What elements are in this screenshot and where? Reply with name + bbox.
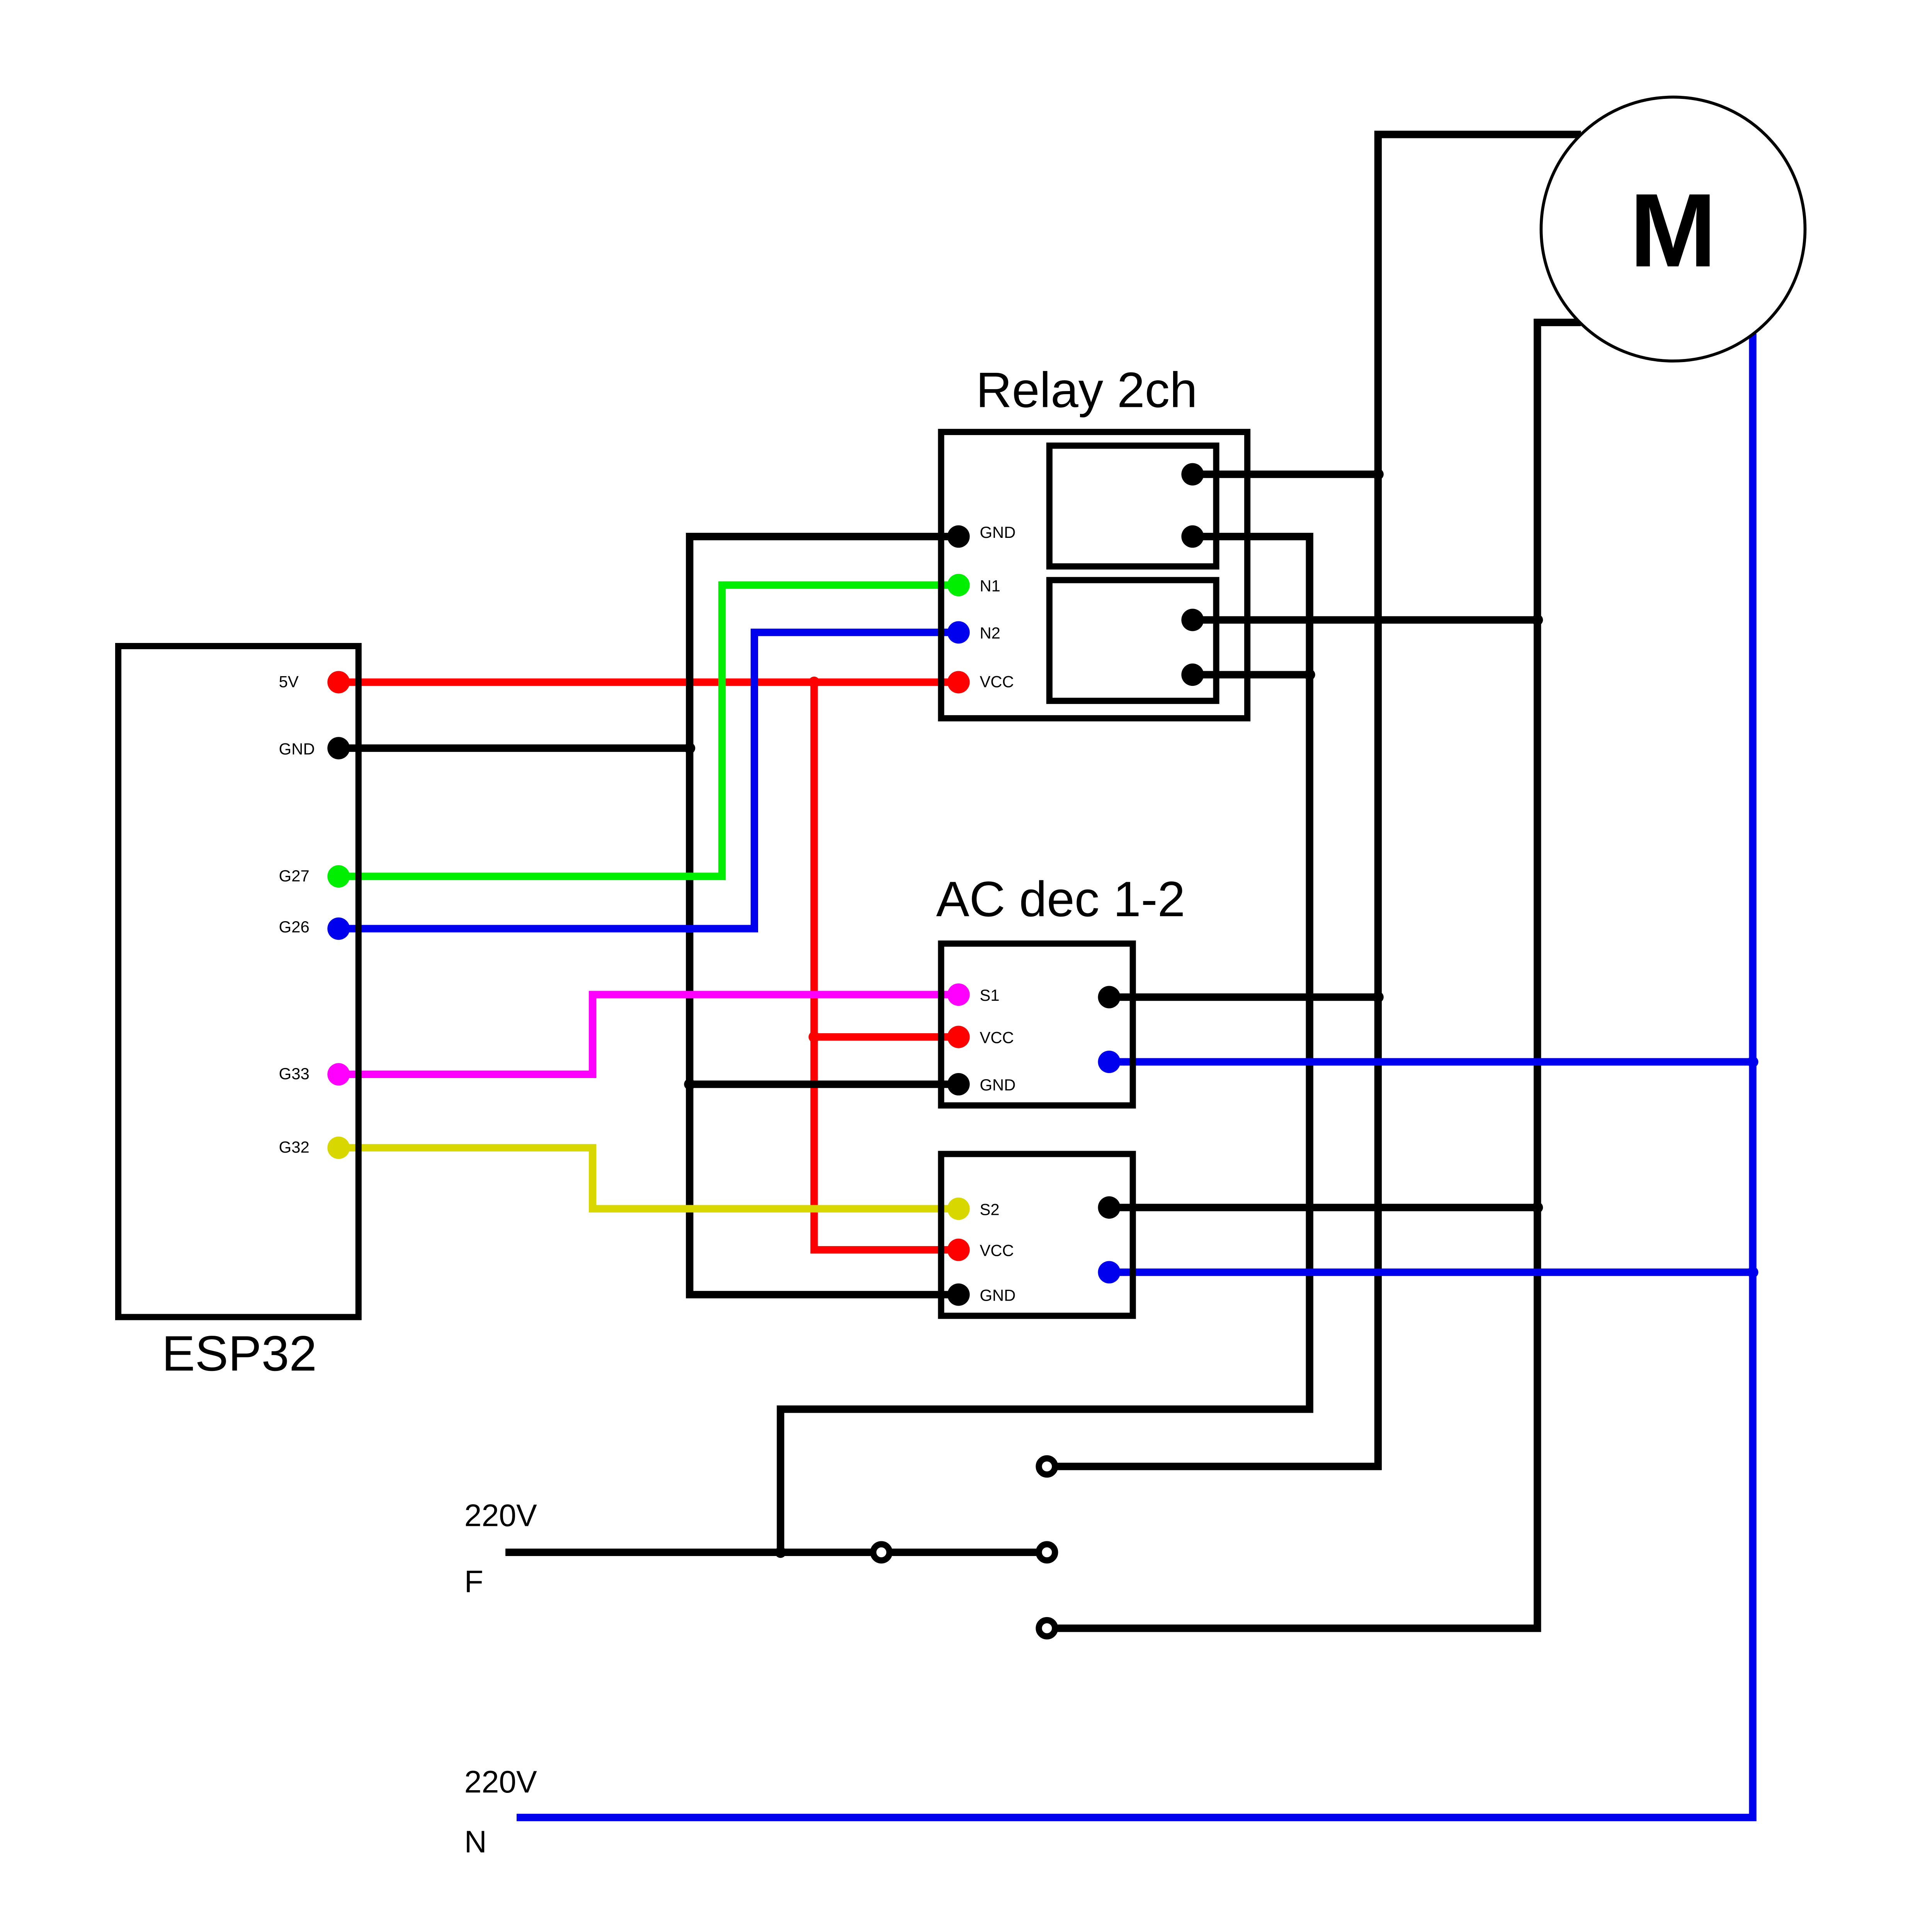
- esp32-outline: [115, 643, 362, 1320]
- mains-input: 220V F 220V N: [464, 1455, 1058, 1859]
- switch-terminal-middle: [1036, 1541, 1058, 1564]
- pin-5v-dot: [327, 671, 350, 694]
- esp32-pin-label: GND: [279, 740, 315, 758]
- relay-pin-label: VCC: [980, 672, 1014, 690]
- switch-terminal-top: [1036, 1455, 1058, 1478]
- wire-relay-common: [777, 532, 1313, 1553]
- junction-dot: [684, 1078, 696, 1090]
- ac-dec-2-n-dot: [1098, 1261, 1121, 1284]
- switch-pivot-terminal: [870, 1541, 893, 1564]
- pin-gnd-dot: [327, 737, 350, 760]
- ac-dec-1-pin-label: S1: [980, 986, 999, 1004]
- phase-voltage-label: 220V: [464, 1498, 537, 1533]
- ac-detector-modules: AC dec 1-2 S1 VCC GND S2 VCC GND: [936, 871, 1185, 1319]
- ac-dec-1-n-dot: [1098, 1051, 1121, 1073]
- junctions: [684, 468, 1759, 1558]
- ac-dec-2-s2-dot: [947, 1197, 970, 1220]
- esp32-board: ESP32 5V GND G27 G26 G33 G32: [115, 643, 362, 1381]
- wire-gnd-bus: [686, 532, 959, 1299]
- relay-module: Relay 2ch GND N1 N2 VCC: [938, 362, 1251, 721]
- relay-channel-2: [1046, 577, 1219, 704]
- relay-pin-label: N2: [980, 624, 1000, 642]
- ac-dec-2-vcc-dot: [947, 1238, 970, 1261]
- ac-dec-1-s1-dot: [947, 983, 970, 1006]
- wire-vcc-branch: [810, 682, 959, 1254]
- relay-pin-label: GND: [980, 523, 1015, 541]
- pin-g27-dot: [327, 865, 350, 888]
- ac-dec-1-gnd-dot: [947, 1073, 970, 1096]
- wire-g33: [338, 991, 959, 1078]
- wire-motor-lead2: [1047, 318, 1581, 1632]
- wire-motor-lead1: [1047, 131, 1581, 1470]
- esp32-pin-label: 5V: [279, 672, 299, 690]
- wire-g26: [338, 628, 959, 933]
- esp32-pin-label: G26: [279, 918, 310, 936]
- relay-gnd-dot: [947, 525, 970, 548]
- esp32-pin-label: G33: [279, 1065, 310, 1083]
- relay-n1-dot: [947, 574, 970, 597]
- junction-dot: [808, 676, 820, 688]
- ac-dec-2-pin-label: VCC: [980, 1242, 1014, 1260]
- relay-title: Relay 2ch: [976, 362, 1197, 418]
- ac-dec-2-gnd-dot: [947, 1283, 970, 1306]
- junction-dot: [1372, 468, 1384, 480]
- motor-label: M: [1629, 172, 1716, 289]
- ac-dec-2-out-dot: [1098, 1196, 1121, 1219]
- junction-dot: [1304, 669, 1315, 680]
- relay-n2-dot: [947, 621, 970, 644]
- ac-dec-title: AC dec 1-2: [936, 871, 1185, 927]
- junction-dot: [808, 1031, 820, 1043]
- neutral-label: N: [464, 1825, 487, 1859]
- relay1-contact-dot: [1181, 525, 1204, 548]
- esp32-pin-label: G32: [279, 1138, 310, 1156]
- wires: [338, 131, 1757, 1821]
- junction-dot: [1372, 992, 1384, 1003]
- pin-g32-dot: [327, 1136, 350, 1159]
- ac-dec-1-pin-label: GND: [980, 1076, 1015, 1094]
- motor: M: [1539, 95, 1807, 363]
- ac-dec-2-outline: [938, 1151, 1136, 1319]
- pin-g33-dot: [327, 1063, 350, 1086]
- junction-dot: [1747, 1267, 1759, 1278]
- ac-dec-1-outline: [938, 940, 1136, 1109]
- wire-g32: [338, 1144, 959, 1213]
- junction-dot: [1747, 1056, 1759, 1068]
- junction-dot: [1532, 614, 1543, 626]
- phase-label: F: [464, 1564, 483, 1599]
- wire-g27: [338, 581, 959, 880]
- ac-dec-2-pin-label: GND: [980, 1286, 1015, 1304]
- esp32-pin-label: G27: [279, 867, 310, 885]
- junction-dot: [1532, 1202, 1543, 1213]
- ac-dec-2-pin-label: S2: [980, 1200, 999, 1218]
- neutral-voltage-label: 220V: [464, 1765, 537, 1799]
- junction-dot: [775, 1546, 786, 1558]
- motor-circle: [1539, 95, 1807, 363]
- esp32-title: ESP32: [162, 1326, 317, 1381]
- relay1-contact-dot: [1181, 463, 1204, 486]
- ac-dec-1-out-dot: [1098, 986, 1121, 1009]
- pin-g26-dot: [327, 917, 350, 940]
- relay-channel-1: [1046, 442, 1219, 570]
- relay2-contact-dot: [1181, 663, 1204, 686]
- switch-terminal-bottom: [1036, 1617, 1058, 1639]
- relay-vcc-dot: [947, 671, 970, 694]
- ac-dec-1-pin-label: VCC: [980, 1029, 1014, 1047]
- relay-outline: [938, 429, 1251, 721]
- junction-dot: [684, 742, 696, 754]
- wire-neutral: [516, 333, 1757, 1821]
- ac-dec-1-vcc-dot: [947, 1026, 970, 1048]
- relay2-contact-dot: [1181, 609, 1204, 631]
- relay-pin-label: N1: [980, 577, 1000, 595]
